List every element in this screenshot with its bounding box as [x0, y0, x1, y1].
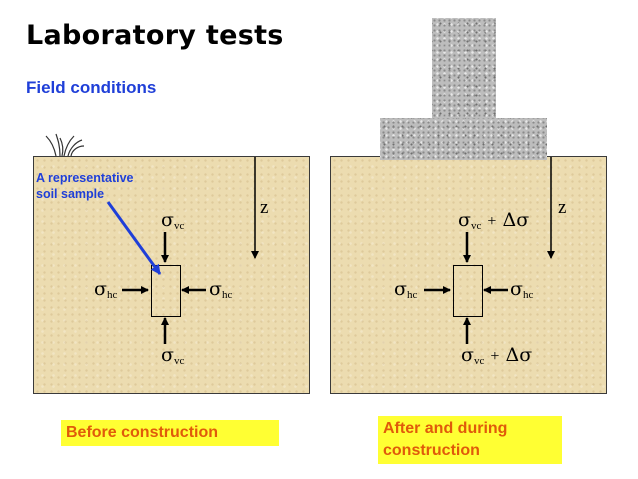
plus-sign: + [490, 348, 500, 365]
sigma-symbol: σ [458, 209, 471, 231]
sigma-subscript: vc [173, 355, 185, 367]
sigma-vc-bottom-left: σvc [161, 346, 184, 367]
sigma-subscript: vc [470, 220, 482, 232]
sigma-subscript: hc [221, 289, 233, 301]
footing-column [432, 18, 496, 122]
sigma-vc-plus-delta-top-right: σvc + Δσ [458, 211, 529, 232]
sigma-subscript: hc [106, 289, 118, 301]
page-title: Laboratory tests [26, 20, 284, 51]
sigma-subscript: vc [473, 355, 485, 367]
soil-block-before [33, 156, 310, 394]
sigma-hc-left-right: σhc [394, 280, 417, 301]
sigma-vc-top-left: σvc [161, 211, 184, 232]
sigma-hc-right-right: σhc [510, 280, 533, 301]
sigma-symbol: σ [510, 278, 523, 300]
sample-annotation: A representative soil sample [36, 170, 134, 202]
sigma-hc-right-left: σhc [209, 280, 232, 301]
sigma-symbol: σ [161, 344, 174, 366]
section-subtitle: Field conditions [26, 78, 157, 97]
sigma-symbol: σ [209, 278, 222, 300]
sample-pointer-arrow [106, 201, 162, 275]
soil-sample-element-after [453, 265, 483, 317]
sigma-subscript: vc [173, 220, 185, 232]
caption-after-construction: After and during construction [378, 416, 562, 464]
sample-annotation-line-1: A representative [36, 171, 134, 185]
sigma-symbol: σ [94, 278, 107, 300]
sigma-symbol: σ [394, 278, 407, 300]
sigma-subscript: hc [522, 289, 534, 301]
caption-after-line-2: construction [383, 442, 480, 459]
sigma-vc-plus-delta-bottom-right: σvc + Δσ [461, 346, 532, 367]
plus-sign: + [487, 213, 497, 230]
caption-before-construction: Before construction [61, 420, 279, 446]
depth-label-right: z [558, 197, 567, 218]
soil-sample-element-before [151, 265, 181, 317]
sigma-hc-left-left: σhc [94, 280, 117, 301]
sample-annotation-line-2: soil sample [36, 187, 105, 201]
sigma-symbol: σ [161, 209, 174, 231]
footing-base [380, 118, 547, 160]
soil-block-after [330, 156, 607, 394]
delta-sigma: Δσ [505, 344, 533, 366]
depth-label-left: z [260, 197, 269, 218]
sigma-subscript: hc [406, 289, 418, 301]
sigma-symbol: σ [461, 344, 474, 366]
delta-sigma: Δσ [502, 209, 530, 231]
grass-icon [45, 133, 85, 157]
caption-after-line-1: After and during [383, 420, 508, 437]
